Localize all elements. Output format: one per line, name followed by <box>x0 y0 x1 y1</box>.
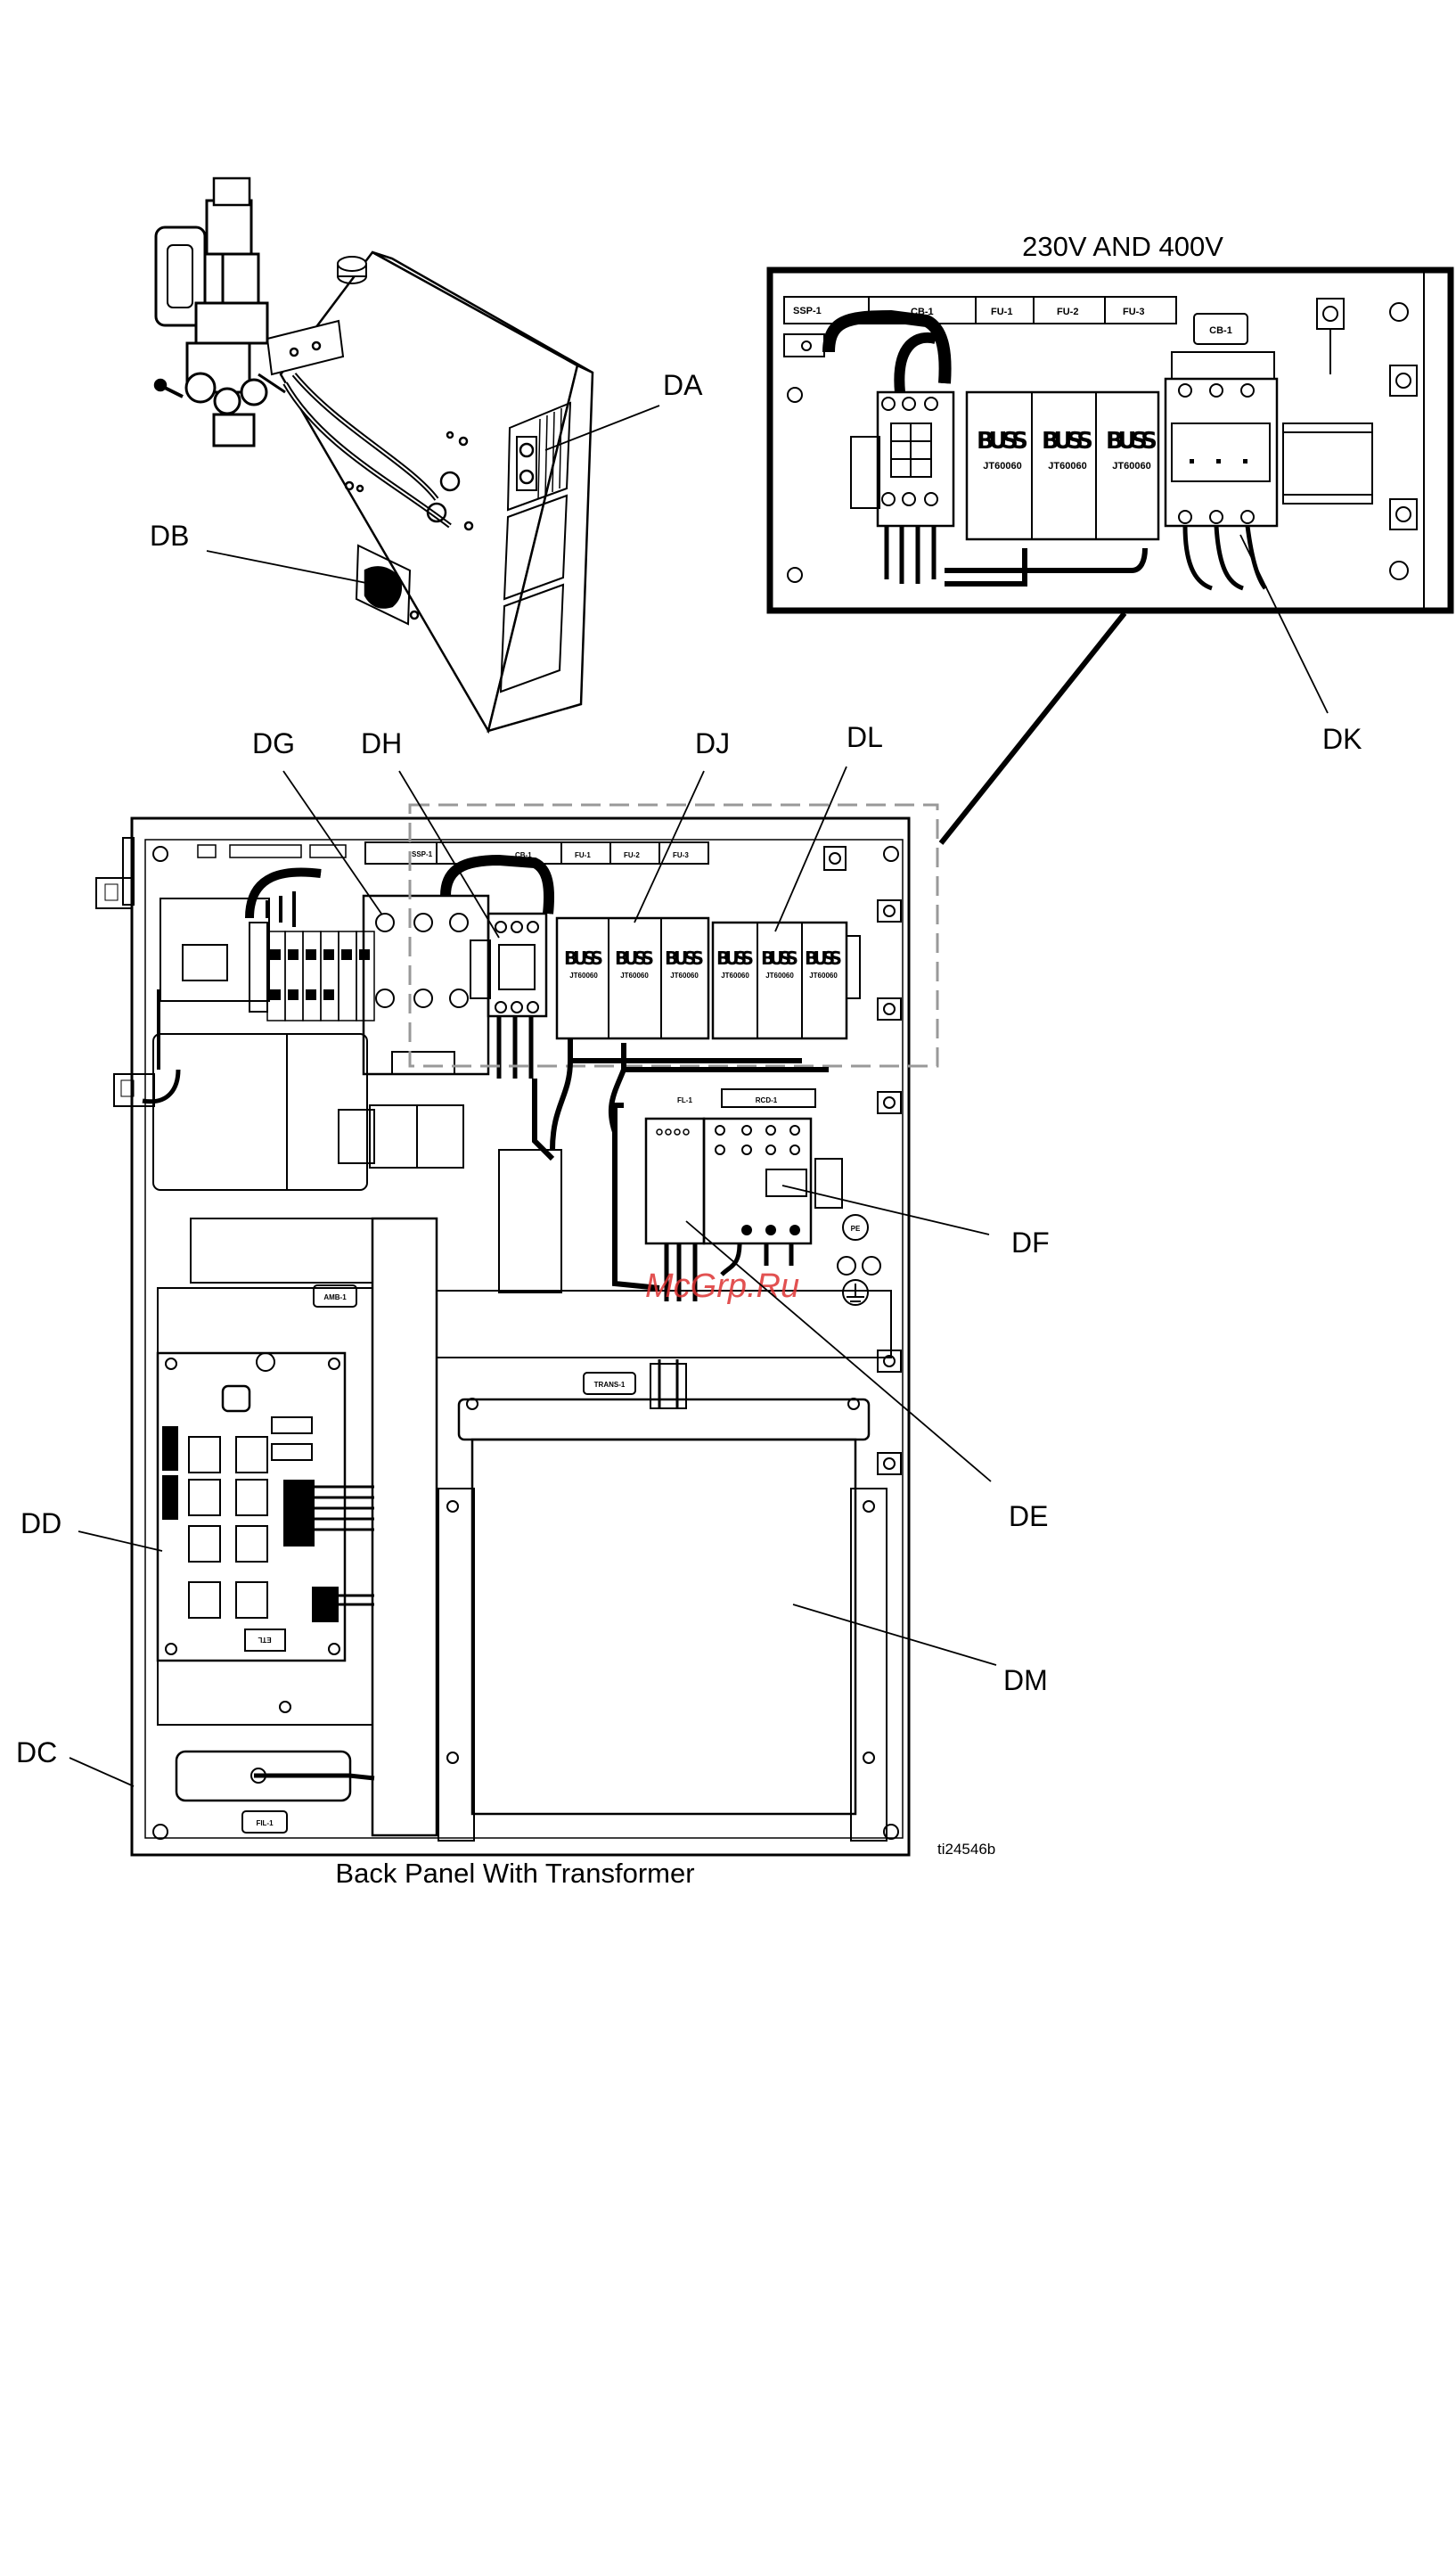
svg-text:BUSS: BUSS <box>615 948 654 969</box>
svg-text:PE: PE <box>851 1225 861 1233</box>
svg-text:DJ: DJ <box>695 727 730 759</box>
inset-leader-line <box>938 611 1127 845</box>
svg-text:FU-1: FU-1 <box>991 307 1012 317</box>
svg-text:JT60060: JT60060 <box>1112 461 1150 472</box>
svg-text:BUSS: BUSS <box>805 948 842 969</box>
callout-DM: DM <box>792 1604 1048 1696</box>
svg-text:DC: DC <box>16 1736 57 1768</box>
svg-text:JT60060: JT60060 <box>1048 461 1086 472</box>
watermark: McGrp.Ru <box>645 1268 799 1305</box>
svg-text:JT60060: JT60060 <box>620 972 649 980</box>
callout-DK: DK <box>1239 534 1362 755</box>
svg-text:FU-2: FU-2 <box>1057 307 1078 317</box>
svg-text:SSP-1: SSP-1 <box>793 306 822 316</box>
callout-DC: DC <box>16 1736 135 1787</box>
svg-text:BUSS: BUSS <box>665 948 704 969</box>
callout-DA: DA <box>544 369 703 451</box>
svg-text:SSP-1: SSP-1 <box>412 850 433 858</box>
svg-text:CB-1: CB-1 <box>1209 325 1232 336</box>
figure-caption: Back Panel With Transformer <box>335 1858 694 1889</box>
enclosure-3d-view <box>153 176 594 734</box>
callout-DJ: DJ <box>634 727 730 923</box>
svg-text:BUSS: BUSS <box>977 428 1028 455</box>
svg-text:DK: DK <box>1322 723 1362 755</box>
svg-text:BUSS: BUSS <box>1106 428 1157 455</box>
svg-text:DD: DD <box>20 1507 61 1539</box>
svg-text:RCD-1: RCD-1 <box>756 1096 778 1104</box>
callout-DL: DL <box>774 721 883 932</box>
callout-DF: DF <box>781 1185 1050 1259</box>
svg-text:AMB-1: AMB-1 <box>323 1293 347 1301</box>
callout-DB: DB <box>150 520 372 585</box>
svg-text:JT60060: JT60060 <box>983 461 1021 472</box>
svg-text:FL-1: FL-1 <box>677 1096 692 1104</box>
inset-detail: SSP-1 CB-1 FU-1 FU-2 FU-3 BUSS BUSS BUSS… <box>766 267 1454 614</box>
svg-text:DB: DB <box>150 520 189 552</box>
svg-text:CB-1: CB-1 <box>515 851 532 859</box>
svg-text:BUSS: BUSS <box>761 948 798 969</box>
svg-text:BUSS: BUSS <box>1042 428 1093 455</box>
svg-text:BUSS: BUSS <box>716 948 754 969</box>
callout-DG: DG <box>252 727 382 915</box>
callout-DD: DD <box>20 1507 163 1552</box>
svg-text:DL: DL <box>847 721 883 753</box>
svg-text:DE: DE <box>1009 1500 1048 1532</box>
svg-text:JT60060: JT60060 <box>569 972 598 980</box>
figure-ref: ti24546b <box>937 1841 995 1858</box>
callout-DH: DH <box>361 727 500 939</box>
svg-text:TRANS-1: TRANS-1 <box>594 1381 626 1389</box>
svg-text:JT60060: JT60060 <box>765 972 794 980</box>
svg-text:DA: DA <box>663 369 703 401</box>
svg-text:DH: DH <box>361 727 402 759</box>
svg-text:FU-3: FU-3 <box>673 851 689 859</box>
callout-DE: DE <box>685 1220 1048 1532</box>
svg-text:JT60060: JT60060 <box>670 972 699 980</box>
svg-text:JT60060: JT60060 <box>721 972 749 980</box>
svg-text:FIL-1: FIL-1 <box>256 1819 274 1827</box>
svg-text:FU-2: FU-2 <box>624 851 640 859</box>
svg-text:BUSS: BUSS <box>564 948 603 969</box>
svg-text:DF: DF <box>1011 1227 1050 1259</box>
back-panel: SSP-1 CB-1 FU-1 FU-2 FU-3 <box>95 803 939 1857</box>
svg-text:FU-3: FU-3 <box>1123 307 1144 317</box>
svg-text:DM: DM <box>1003 1664 1048 1696</box>
svg-text:ETL: ETL <box>258 1636 271 1644</box>
svg-text:JT60060: JT60060 <box>809 972 838 980</box>
inset-title: 230V AND 400V <box>1022 231 1223 262</box>
svg-text:FU-1: FU-1 <box>575 851 591 859</box>
svg-text:DG: DG <box>252 727 295 759</box>
